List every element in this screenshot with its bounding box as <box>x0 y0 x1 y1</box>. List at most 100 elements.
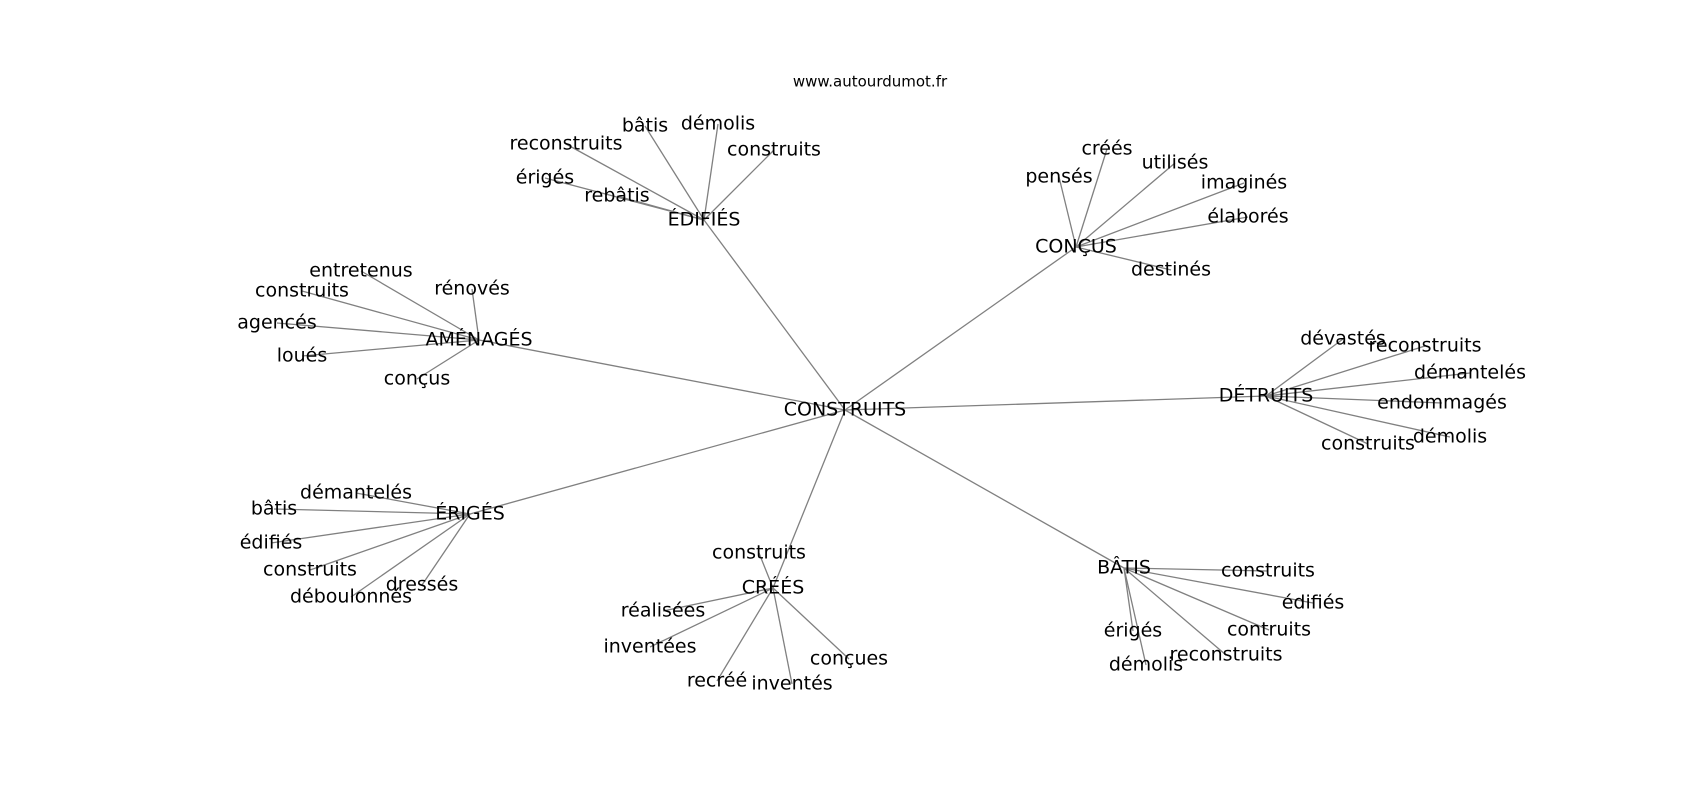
edge-1-1 <box>1075 162 1176 248</box>
leaf-word-3-5[interactable]: démolis <box>1413 426 1487 448</box>
leaf-word-2-4[interactable]: loués <box>277 345 328 367</box>
edge-6-4 <box>1123 567 1147 666</box>
edge-0-2 <box>703 123 719 221</box>
leaf-word-5-2[interactable]: inventées <box>603 636 696 658</box>
leaf-word-4-2[interactable]: édifiés <box>240 532 303 554</box>
edge-2-0 <box>360 270 480 341</box>
leaf-word-5-5[interactable]: conçues <box>810 648 888 670</box>
edge-5-5 <box>772 587 850 660</box>
edge-2-3 <box>276 322 480 341</box>
edge-5-0 <box>758 552 774 589</box>
leaf-word-6-1[interactable]: édifiés <box>1282 592 1345 614</box>
leaf-word-3-4[interactable]: construits <box>1321 433 1415 455</box>
edge-6-3 <box>1123 567 1270 631</box>
leaf-word-3-3[interactable]: endommagés <box>1377 392 1507 414</box>
edge-1-3 <box>1075 182 1245 248</box>
leaf-word-4-0[interactable]: démantelés <box>300 482 412 504</box>
edge-3-4 <box>1265 395 1369 445</box>
hub-word-5[interactable]: CRÉÉS <box>742 576 805 599</box>
leaf-word-1-0[interactable]: créés <box>1081 138 1132 160</box>
edge-root-3 <box>844 395 1267 411</box>
leaf-word-0-4[interactable]: érigés <box>516 167 574 189</box>
root-word[interactable]: CONSTRUITS <box>784 399 906 421</box>
edge-4-1 <box>273 508 471 515</box>
edge-root-0 <box>703 219 846 411</box>
leaf-word-1-2[interactable]: pensés <box>1025 166 1092 188</box>
leaf-word-5-0[interactable]: construits <box>712 542 806 564</box>
hub-word-4[interactable]: ÉRIGÉS <box>435 502 505 525</box>
edge-6-0 <box>1123 567 1269 572</box>
leaf-word-1-3[interactable]: imaginés <box>1201 172 1287 194</box>
edge-2-2 <box>471 288 480 341</box>
leaf-word-4-5[interactable]: dressés <box>386 574 459 596</box>
leaf-word-6-0[interactable]: construits <box>1221 560 1315 582</box>
leaf-word-0-5[interactable]: rebâtis <box>584 185 649 207</box>
leaf-word-3-2[interactable]: démantelés <box>1414 362 1526 384</box>
edge-4-0 <box>355 492 471 515</box>
leaf-word-5-1[interactable]: réalisées <box>621 600 705 622</box>
leaf-word-2-3[interactable]: agencés <box>237 312 316 334</box>
edge-6-2 <box>1123 567 1134 632</box>
edge-5-4 <box>772 587 793 685</box>
edge-root-2 <box>478 339 846 411</box>
leaf-word-6-3[interactable]: contruits <box>1227 619 1311 641</box>
leaf-word-4-4[interactable]: déboulonnés <box>290 586 412 608</box>
edge-4-3 <box>309 513 471 571</box>
leaf-word-2-2[interactable]: rénovés <box>434 278 510 300</box>
edge-2-1 <box>301 290 480 341</box>
leaf-word-6-2[interactable]: érigés <box>1104 620 1162 642</box>
edges <box>270 123 1471 685</box>
hub-word-6[interactable]: BÂTIS <box>1097 556 1151 579</box>
edge-5-1 <box>662 587 774 612</box>
edge-0-5 <box>616 195 705 221</box>
edge-5-2 <box>649 587 774 648</box>
edge-root-1 <box>844 246 1077 411</box>
edge-1-0 <box>1075 148 1108 248</box>
leaf-word-0-2[interactable]: démolis <box>681 113 755 135</box>
edge-3-1 <box>1265 345 1426 397</box>
leaf-word-2-0[interactable]: entretenus <box>309 260 412 282</box>
edge-3-5 <box>1265 395 1451 438</box>
leaf-word-2-5[interactable]: conçus <box>384 368 451 390</box>
edge-2-4 <box>301 339 480 357</box>
edge-root-4 <box>469 409 846 515</box>
labels: www.autourdumot.fr CONSTRUITS ÉDIFIÉS reco… <box>237 73 1526 695</box>
leaf-word-4-1[interactable]: bâtis <box>251 498 297 520</box>
leaf-word-1-4[interactable]: élaborés <box>1207 206 1288 228</box>
edge-4-5 <box>421 513 471 586</box>
edge-1-5 <box>1075 246 1172 271</box>
leaf-word-0-3[interactable]: construits <box>727 139 821 161</box>
leaf-word-4-3[interactable]: construits <box>263 559 357 581</box>
hub-word-3[interactable]: DÉTRUITS <box>1219 384 1314 407</box>
edge-3-2 <box>1265 372 1471 397</box>
edge-3-3 <box>1265 395 1443 404</box>
edge-3-0 <box>1265 338 1344 397</box>
edge-root-5 <box>772 409 846 589</box>
hub-word-0[interactable]: ÉDIFIÉS <box>668 208 741 231</box>
edge-2-5 <box>416 339 480 380</box>
leaf-word-6-4[interactable]: démolis <box>1109 654 1183 676</box>
leaf-word-0-1[interactable]: bâtis <box>622 115 668 137</box>
leaf-word-0-0[interactable]: reconstruits <box>509 133 622 155</box>
leaf-word-1-1[interactable]: utilisés <box>1142 152 1209 174</box>
leaf-word-6-5[interactable]: reconstruits <box>1169 644 1282 666</box>
leaf-word-5-3[interactable]: recréé <box>687 670 747 692</box>
edge-root-6 <box>844 409 1125 569</box>
hub-word-1[interactable]: CONÇUS <box>1035 236 1117 258</box>
leaf-word-2-1[interactable]: construits <box>255 280 349 302</box>
edge-1-4 <box>1075 216 1249 248</box>
leaf-word-5-4[interactable]: inventés <box>751 673 832 695</box>
edge-0-0 <box>565 143 705 221</box>
leaf-word-3-1[interactable]: reconstruits <box>1368 335 1481 357</box>
hub-word-2[interactable]: AMÉNAGÉS <box>425 328 532 351</box>
source-url[interactable]: www.autourdumot.fr <box>793 73 948 91</box>
leaf-word-3-0[interactable]: dévastés <box>1300 328 1386 350</box>
edge-4-4 <box>350 513 471 598</box>
edge-4-2 <box>270 513 471 544</box>
edge-0-3 <box>703 149 775 221</box>
leaf-word-1-5[interactable]: destinés <box>1131 259 1211 281</box>
edge-6-5 <box>1123 567 1227 656</box>
edge-6-1 <box>1123 567 1314 604</box>
edge-1-2 <box>1058 176 1077 248</box>
